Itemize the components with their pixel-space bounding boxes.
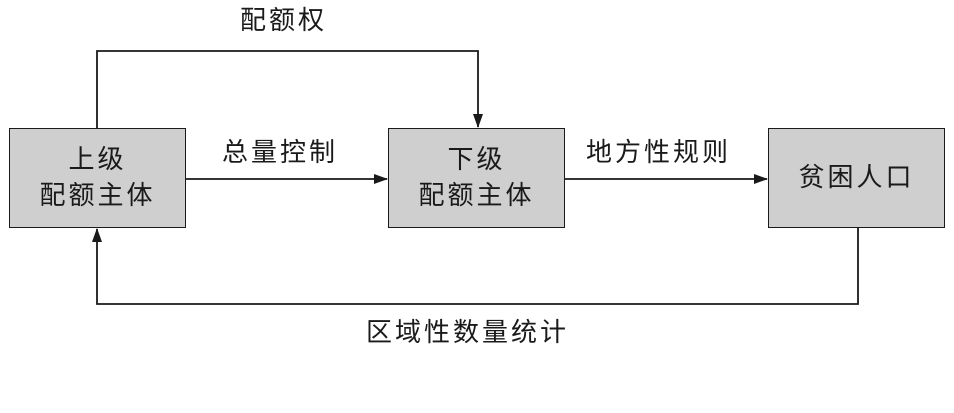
node-lower-line2: 配额主体	[418, 181, 535, 211]
edge-quota-right-arrow	[96, 50, 483, 128]
edge-label-regional-stats: 区域性数量统计	[366, 318, 570, 348]
node-lower-quota-subject: 下级 配额主体	[388, 128, 565, 228]
node-poor-population: 贫困人口	[768, 128, 945, 228]
node-upper-line1: 上级	[68, 145, 127, 175]
edge-label-local-rules: 地方性规则	[586, 138, 732, 168]
node-poor-label: 贫困人口	[798, 163, 915, 193]
node-upper-quota-subject: 上级 配额主体	[9, 128, 186, 228]
edge-regional-stats-arrow	[92, 228, 859, 305]
edge-label-quota-right: 配额权	[240, 6, 328, 36]
node-upper-line2: 配额主体	[39, 181, 156, 211]
edge-label-total-control: 总量控制	[222, 138, 339, 168]
node-lower-line1: 下级	[447, 145, 506, 175]
